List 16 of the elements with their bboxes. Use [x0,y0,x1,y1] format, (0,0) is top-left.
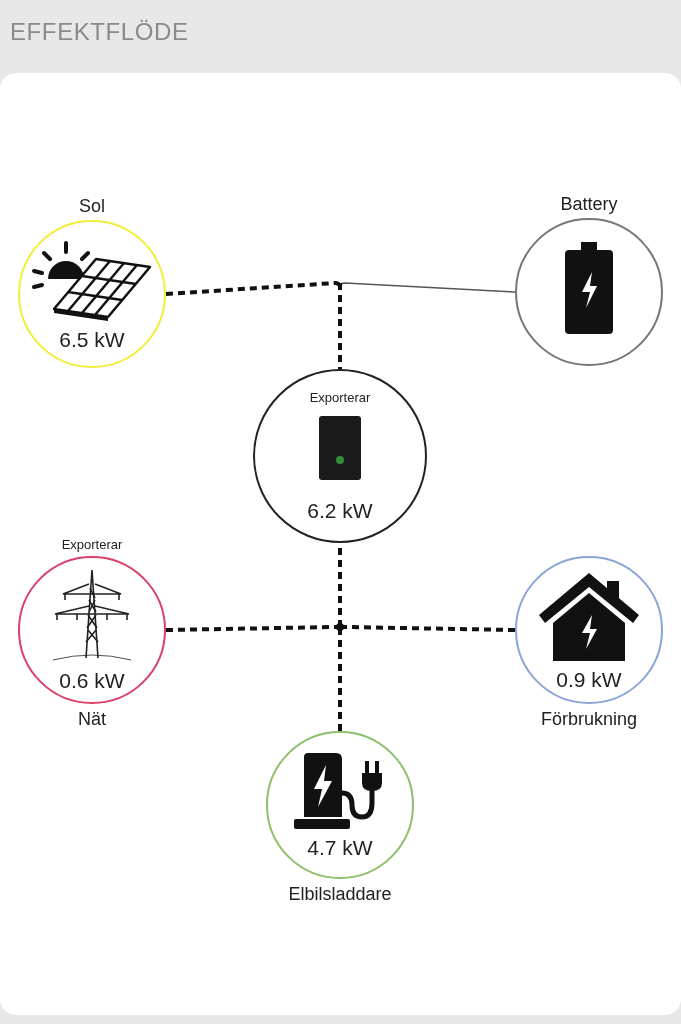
connector-line [165,281,342,296]
connector-line [339,282,516,293]
node-label: Nät [78,710,106,728]
node-label: Elbilsladdare [288,885,392,903]
page-title: EFFEKTFLÖDE [10,20,189,44]
power-value: 0.9 kW [556,668,622,690]
power-value: 0.6 kW [59,669,125,691]
node-label: Förbrukning [540,710,637,728]
power-value: 6.2 kW [307,500,373,521]
power-value: 4.7 kW [307,836,373,858]
node-label: Sol [79,197,105,215]
node-label: Battery [560,195,618,213]
status-label: Exporterar [61,538,123,551]
status-label: Exporterar [309,391,371,404]
power-value: 6.5 kW [59,328,125,350]
connector-line [338,283,342,369]
